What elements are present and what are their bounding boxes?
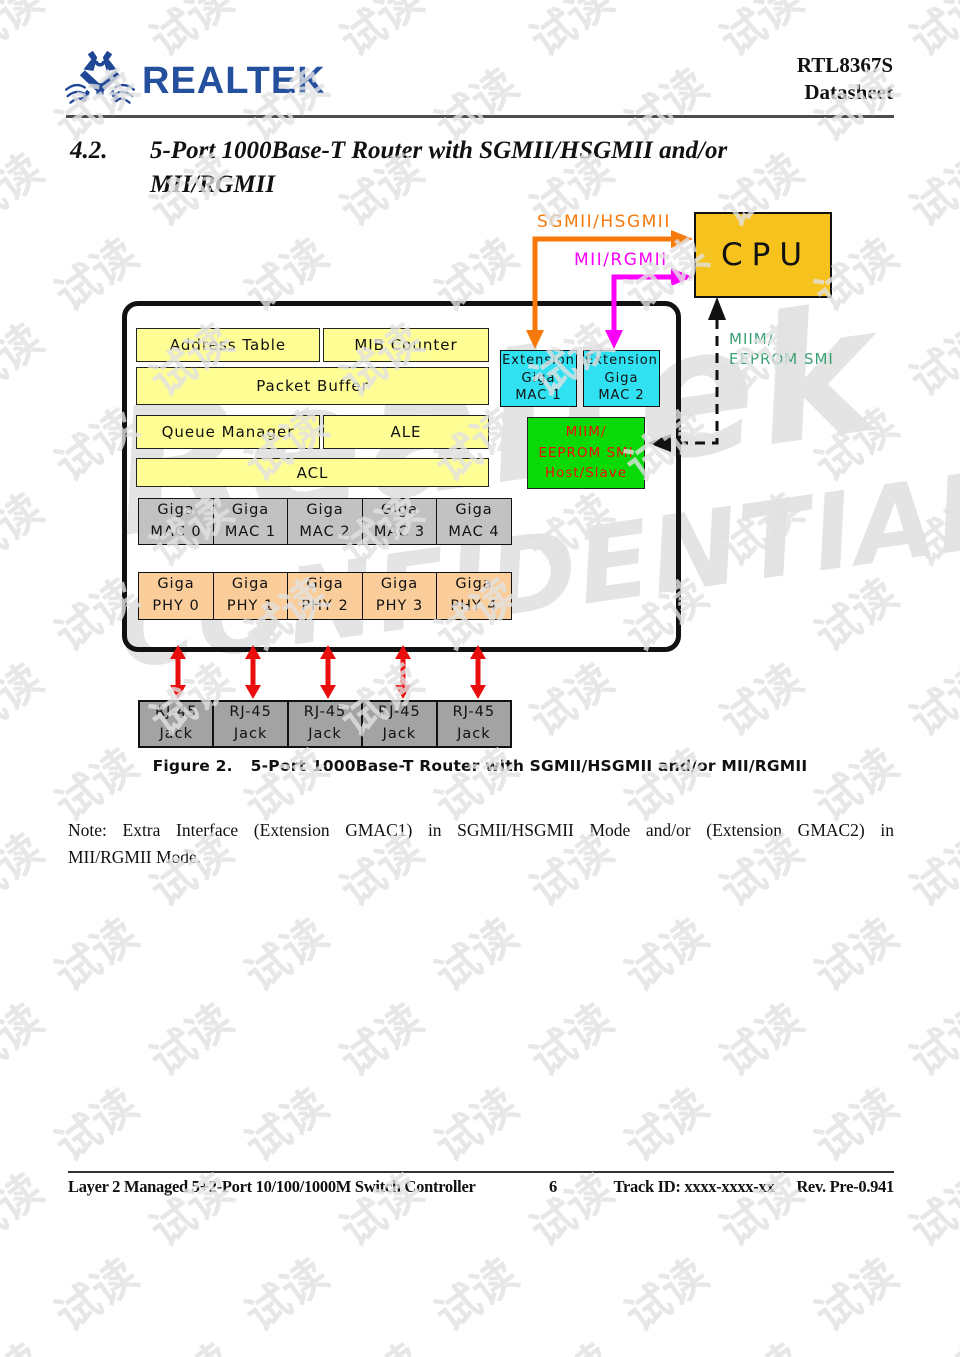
- page-number: 6: [549, 1177, 557, 1196]
- trial-watermark-tile: 试读: [141, 994, 243, 1088]
- trial-watermark-tile: 试读: [806, 1249, 908, 1343]
- trial-watermark-tile: 试读: [426, 1249, 528, 1343]
- trial-watermark-tile: 试读: [515, 1325, 624, 1357]
- trial-watermark-tile: 试读: [616, 909, 718, 1003]
- mib-counter-block: MIB Counter: [323, 328, 489, 362]
- note-line-2: MII/RGMII Mode.: [68, 847, 202, 867]
- revision: Rev. Pre-0.941: [796, 1177, 894, 1196]
- phy-jack-arrow-4: [470, 645, 486, 699]
- trial-watermark-tile: 试读: [0, 314, 53, 408]
- trial-watermark-tile: 试读: [0, 484, 53, 578]
- trial-watermark-tile: 试读: [236, 1079, 338, 1173]
- trial-watermark-tile: 试读: [0, 0, 53, 68]
- acl-block: ACL: [136, 458, 489, 487]
- trial-watermark-tile: 试读: [521, 994, 623, 1088]
- trial-watermark-tile: 试读: [236, 909, 338, 1003]
- trial-watermark-tile: 试读: [711, 654, 813, 748]
- document-title-block: RTL8367S Datasheet: [797, 52, 893, 106]
- document-type: Datasheet: [804, 80, 893, 104]
- section-number: 4.2.: [70, 137, 108, 164]
- figure-caption: Figure 2. 5-Port 1000Base-T Router with S…: [0, 757, 960, 775]
- trial-watermark-tile: 试读: [0, 994, 53, 1088]
- realtek-crab-logo-icon: [65, 50, 135, 104]
- miim-eeprom-smi-block: MIIM/ EEPROM SMI Host/Slave: [527, 417, 645, 489]
- trial-watermark-tile: 试读: [521, 0, 623, 68]
- footer-track-rev: Track ID: xxxx-xxxx-xx Rev. Pre-0.941: [613, 1177, 894, 1197]
- trial-watermark-tile: 试读: [325, 1325, 434, 1357]
- figure-label: Figure 2.: [152, 757, 233, 775]
- trial-watermark-tile: 试读: [426, 1079, 528, 1173]
- packet-buffer-block: Packet Buffer: [136, 367, 489, 405]
- miim-smi-label: MIIM/ EEPROM SMI: [729, 330, 834, 368]
- trial-watermark-tile: 试读: [616, 1249, 718, 1343]
- figure-caption-text: 5-Port 1000Base-T Router with SGMII/HSGM…: [250, 757, 808, 775]
- extension-giga-mac-2-block: Extension Giga MAC 2: [583, 350, 660, 407]
- trial-watermark-tile: 试读: [236, 1249, 338, 1343]
- queue-manager-block: Queue Manager: [136, 415, 320, 449]
- extension-giga-mac-1-block: Extension Giga MAC 1: [500, 350, 577, 407]
- trial-watermark-tile: 试读: [806, 909, 908, 1003]
- trial-watermark-tile: 试读: [901, 824, 960, 918]
- sgmii-bus-label: SGMII/HSGMII: [537, 212, 671, 232]
- trial-watermark-tile: 试读: [0, 654, 53, 748]
- trial-watermark-tile: 试读: [46, 1249, 148, 1343]
- address-table-block: Address Table: [136, 328, 320, 362]
- footer-rule: [68, 1171, 894, 1173]
- trial-watermark-tile: 试读: [616, 1079, 718, 1173]
- trial-watermark-tile: 试读: [901, 1164, 960, 1258]
- trial-watermark-tile: 试读: [46, 1079, 148, 1173]
- trial-watermark-tile: 试读: [141, 0, 243, 68]
- trial-watermark-tile: 试读: [901, 654, 960, 748]
- section-title: 5-Port 1000Base-T Router with SGMII/HSGM…: [150, 137, 728, 198]
- brand-wordmark: REALTEK: [142, 60, 326, 102]
- header-rule: [66, 115, 894, 118]
- trial-watermark-tile: 试读: [521, 654, 623, 748]
- trial-watermark-tile: 试读: [901, 0, 960, 68]
- trial-watermark-tile: 试读: [895, 1325, 960, 1357]
- note-paragraph: Note: Extra Interface (Extension GMAC1) …: [68, 817, 894, 871]
- trial-watermark-tile: 试读: [46, 909, 148, 1003]
- trial-watermark-tile: 试读: [331, 994, 433, 1088]
- ale-block: ALE: [323, 415, 489, 449]
- trial-watermark-tile: 试读: [901, 144, 960, 238]
- section-heading: 4.2. 5-Port 1000Base-T Router with SGMII…: [70, 134, 880, 202]
- trial-watermark-tile: 试读: [0, 144, 53, 238]
- trial-watermark-tile: 试读: [331, 0, 433, 68]
- track-id: Track ID: xxxx-xxxx-xx: [613, 1177, 775, 1196]
- mii-bus-label: MII/RGMII: [574, 250, 668, 270]
- trial-watermark-tile: 试读: [135, 1325, 244, 1357]
- trial-watermark-tile: 试读: [0, 1164, 53, 1258]
- trial-watermark-tile: 试读: [711, 994, 813, 1088]
- trial-watermark-tile: 试读: [426, 909, 528, 1003]
- footer-product-title: Layer 2 Managed 5+2-Port 10/100/1000M Sw…: [68, 1177, 476, 1196]
- trial-watermark-tile: 试读: [0, 1325, 53, 1357]
- trial-watermark-tile: 试读: [0, 824, 53, 918]
- trial-watermark-tile: 试读: [705, 1325, 814, 1357]
- cpu-block: CPU: [694, 212, 832, 298]
- part-number: RTL8367S: [796, 53, 893, 77]
- trial-watermark-tile: 试读: [806, 1079, 908, 1173]
- note-line-1: Note: Extra Interface (Extension GMAC1) …: [68, 820, 894, 840]
- trial-watermark-tile: 试读: [901, 994, 960, 1088]
